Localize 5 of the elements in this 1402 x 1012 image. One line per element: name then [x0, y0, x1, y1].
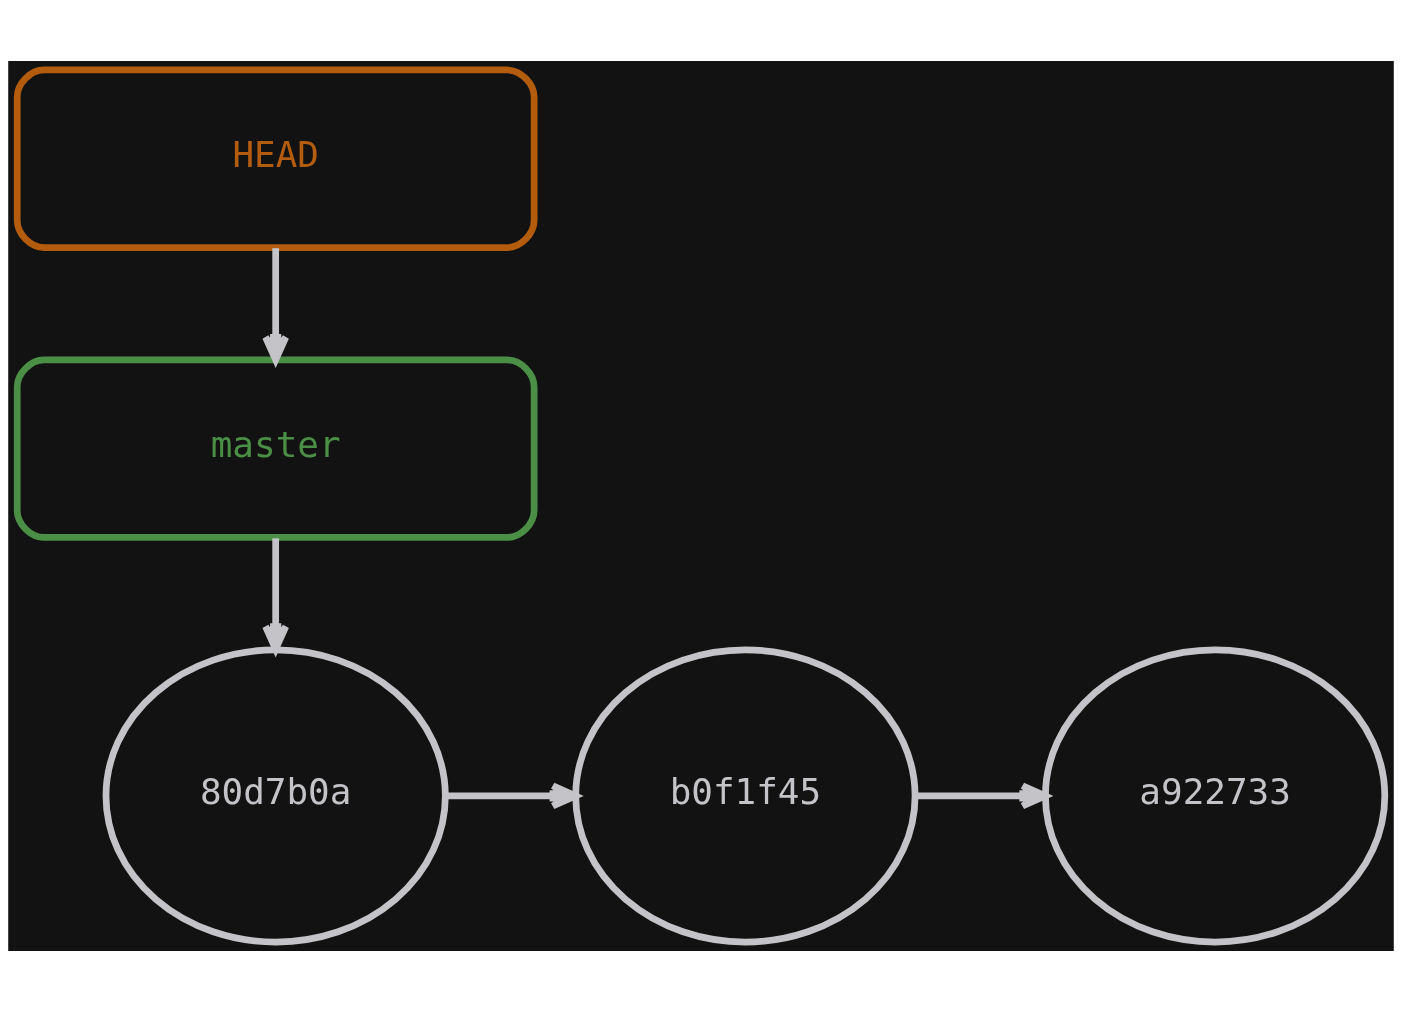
node-box: master — [13, 356, 538, 541]
node-ellipse: a922733 — [1042, 646, 1389, 946]
node-ellipse: 80d7b0a — [102, 646, 449, 946]
node-box: HEAD — [13, 66, 538, 251]
node-ellipse: b0f1f45 — [572, 646, 919, 946]
